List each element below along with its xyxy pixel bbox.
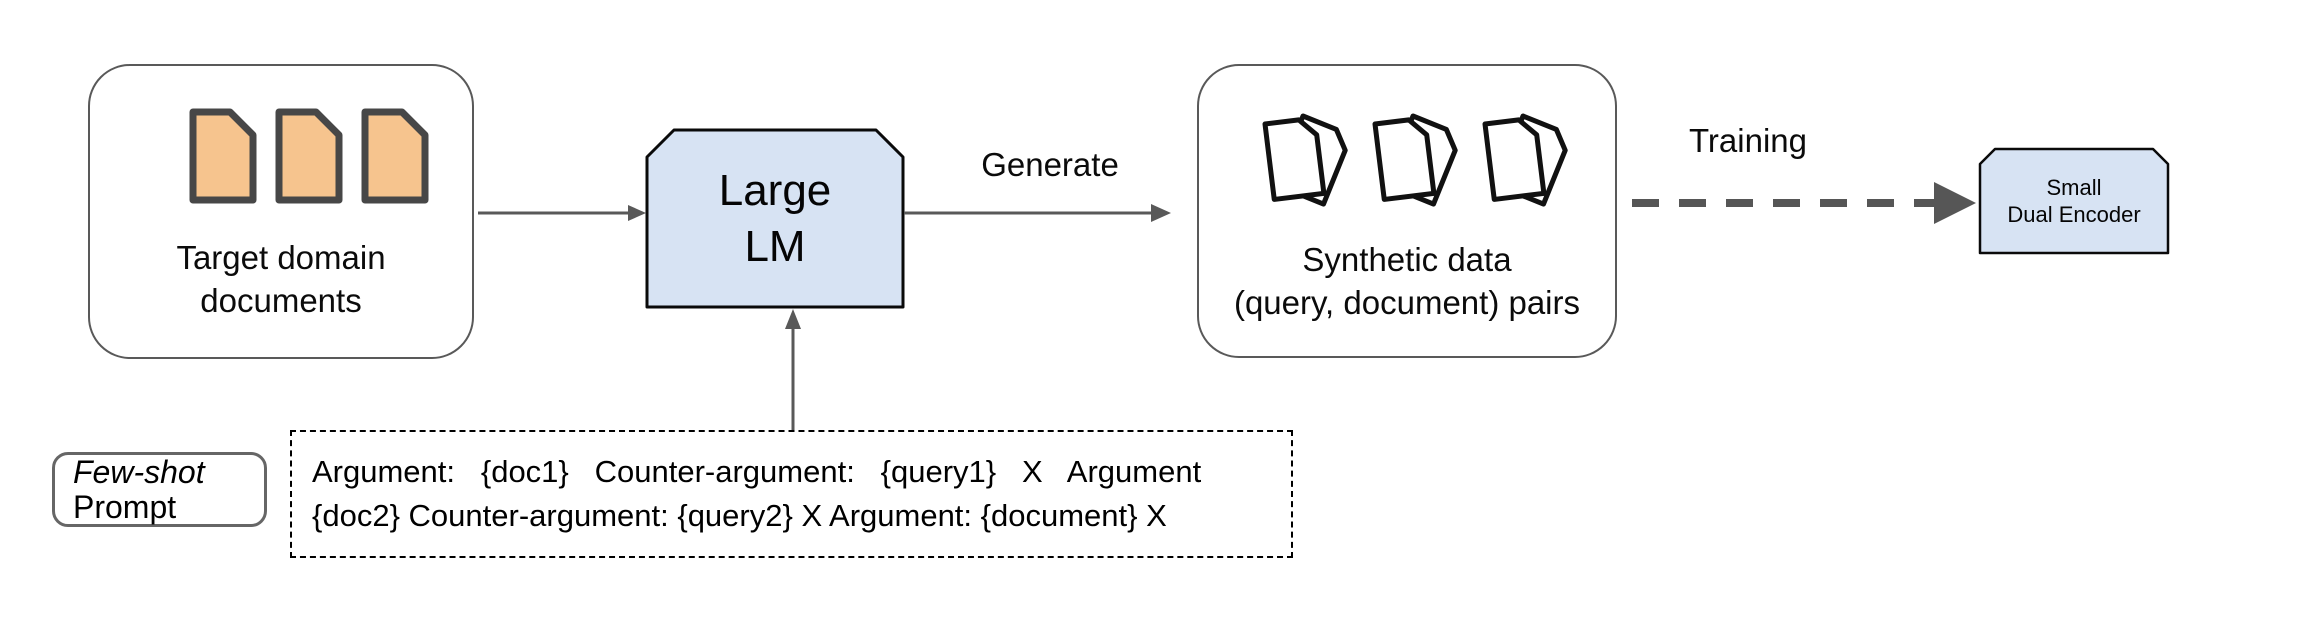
generate-label: Generate	[981, 146, 1119, 183]
large-lm-label-line2: LM	[744, 221, 806, 271]
target-documents-label-line1: Target domain	[176, 239, 386, 276]
large-lm-shape	[645, 128, 905, 309]
small-dual-encoder-shape	[1978, 147, 2170, 255]
document-pair-icon	[1372, 113, 1458, 207]
training-label: Training	[1689, 122, 1807, 159]
few-shot-prompt-box: Few-shot Prompt	[52, 452, 267, 527]
prompt-dashed-box: Argument: {doc1} Counter-argument: {quer…	[290, 430, 1293, 558]
small-dual-encoder-label-line2: Dual Encoder	[2007, 202, 2141, 227]
few-shot-label-line2: Prompt	[73, 488, 177, 525]
document-icon	[275, 108, 343, 204]
arrow-docs-to-lm-icon	[478, 205, 646, 221]
document-icon	[361, 108, 429, 204]
target-documents-label-line2: documents	[200, 282, 362, 319]
document-icon	[189, 108, 257, 204]
synthetic-data-node: Synthetic data (query, document) pairs	[1197, 64, 1617, 358]
few-shot-label-line1: Few-shot	[73, 453, 205, 490]
prompt-text-line2: {doc2} Counter-argument: {query2} X Argu…	[312, 498, 1167, 533]
small-dual-encoder-label: Small Dual Encoder	[1977, 146, 2171, 256]
training-dashed-arrow-icon	[1632, 182, 1976, 224]
arrow-lm-to-synthetic-icon	[904, 204, 1171, 222]
document-pair-icons-group	[1255, 98, 1575, 210]
target-documents-label: Target domain documents	[90, 236, 472, 322]
synthetic-data-label: Synthetic data (query, document) pairs	[1199, 238, 1615, 324]
target-documents-node: Target domain documents	[88, 64, 474, 359]
document-pair-icon	[1262, 113, 1348, 207]
document-pair-icon	[1482, 113, 1568, 207]
synthetic-data-label-line2: (query, document) pairs	[1233, 284, 1581, 321]
synthetic-data-label-line1: Synthetic data	[1302, 241, 1512, 278]
large-lm-label: Large LM	[644, 127, 906, 310]
document-icons-group	[189, 108, 429, 204]
arrow-prompt-to-lm-icon	[785, 309, 801, 430]
large-lm-label-line1: Large	[718, 165, 832, 215]
small-dual-encoder-label-line1: Small	[2046, 175, 2102, 200]
prompt-text-line1: Argument: {doc1} Counter-argument: {quer…	[312, 454, 1202, 489]
large-lm-node: Large LM	[644, 127, 906, 310]
small-dual-encoder-node: Small Dual Encoder	[1977, 146, 2171, 256]
